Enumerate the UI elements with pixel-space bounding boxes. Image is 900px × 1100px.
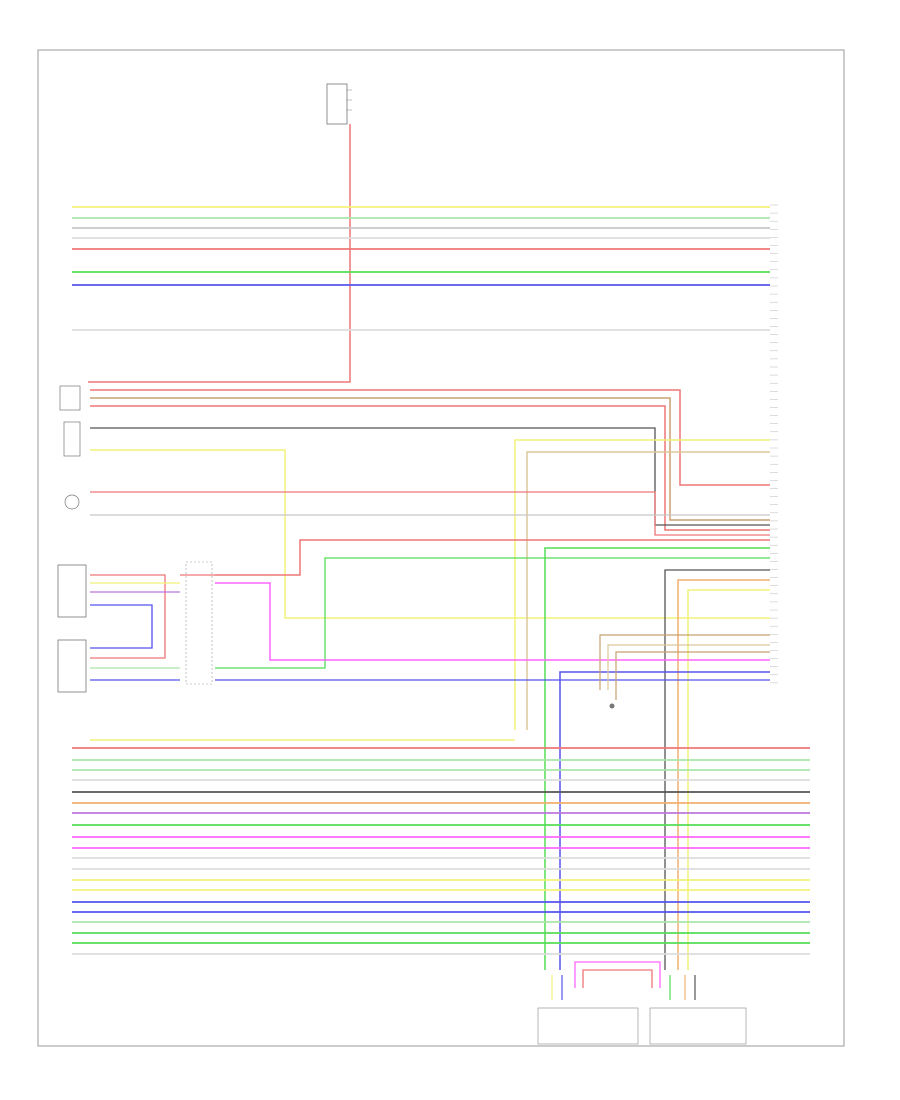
- page-frame: [37, 49, 845, 1047]
- wire-vertical-red-top: [88, 124, 351, 383]
- top-connector: [326, 83, 352, 125]
- left-components: [57, 385, 615, 709]
- left-speaker-mid: [63, 421, 81, 457]
- wire-mid-brn-1: [90, 397, 770, 521]
- wire-mid-blu: [559, 671, 770, 970]
- top-connector-body: [326, 83, 348, 125]
- wire-mid-red-2: [90, 405, 770, 531]
- wire-mid-ylw-3: [687, 589, 770, 970]
- wire-bottom-pnk-loop: [574, 961, 661, 988]
- rear-speaker-upper: [57, 564, 87, 618]
- bottom-connector-left: [537, 1007, 639, 1045]
- wire-mid-tan-2: [607, 644, 770, 690]
- wire-mid-ylw: [90, 449, 770, 619]
- wire-mid-ylw-2: [514, 439, 770, 730]
- wire-mid-pnk: [215, 582, 770, 661]
- wire-speaker-red: [90, 491, 770, 536]
- bottom-connector-right: [649, 1007, 747, 1045]
- wire-bottom-red-loop: [582, 969, 653, 988]
- wire-mid-red-3: [215, 539, 770, 576]
- mid-junction-connector: [185, 561, 213, 685]
- wire-mid-blk: [90, 427, 770, 526]
- right-pin-column: [770, 204, 778, 684]
- wire-mid-org: [677, 579, 770, 970]
- middle-wiring: [90, 389, 770, 970]
- wire-mid-tan: [526, 451, 770, 730]
- rear-speaker-lower: [57, 639, 87, 693]
- left-tweeter-icon: [64, 494, 80, 510]
- small-connector-icon: [609, 703, 615, 709]
- bottom-wire-bundle: [72, 747, 810, 955]
- wire-mid-brn-3: [615, 651, 770, 700]
- wire-left-red-loop: [90, 574, 166, 659]
- bottom-vertical-wires: [551, 961, 696, 1000]
- wire-left-blu-loop: [90, 604, 153, 649]
- left-speaker-top: [59, 385, 81, 411]
- top-wire-bundle: [72, 206, 770, 331]
- wire-mid-brn-2: [599, 634, 770, 690]
- wire-mid-ltgrn-2: [215, 557, 770, 669]
- wire-mid-red-1: [90, 389, 770, 486]
- wire-mid-ltgrn-1: [544, 547, 770, 970]
